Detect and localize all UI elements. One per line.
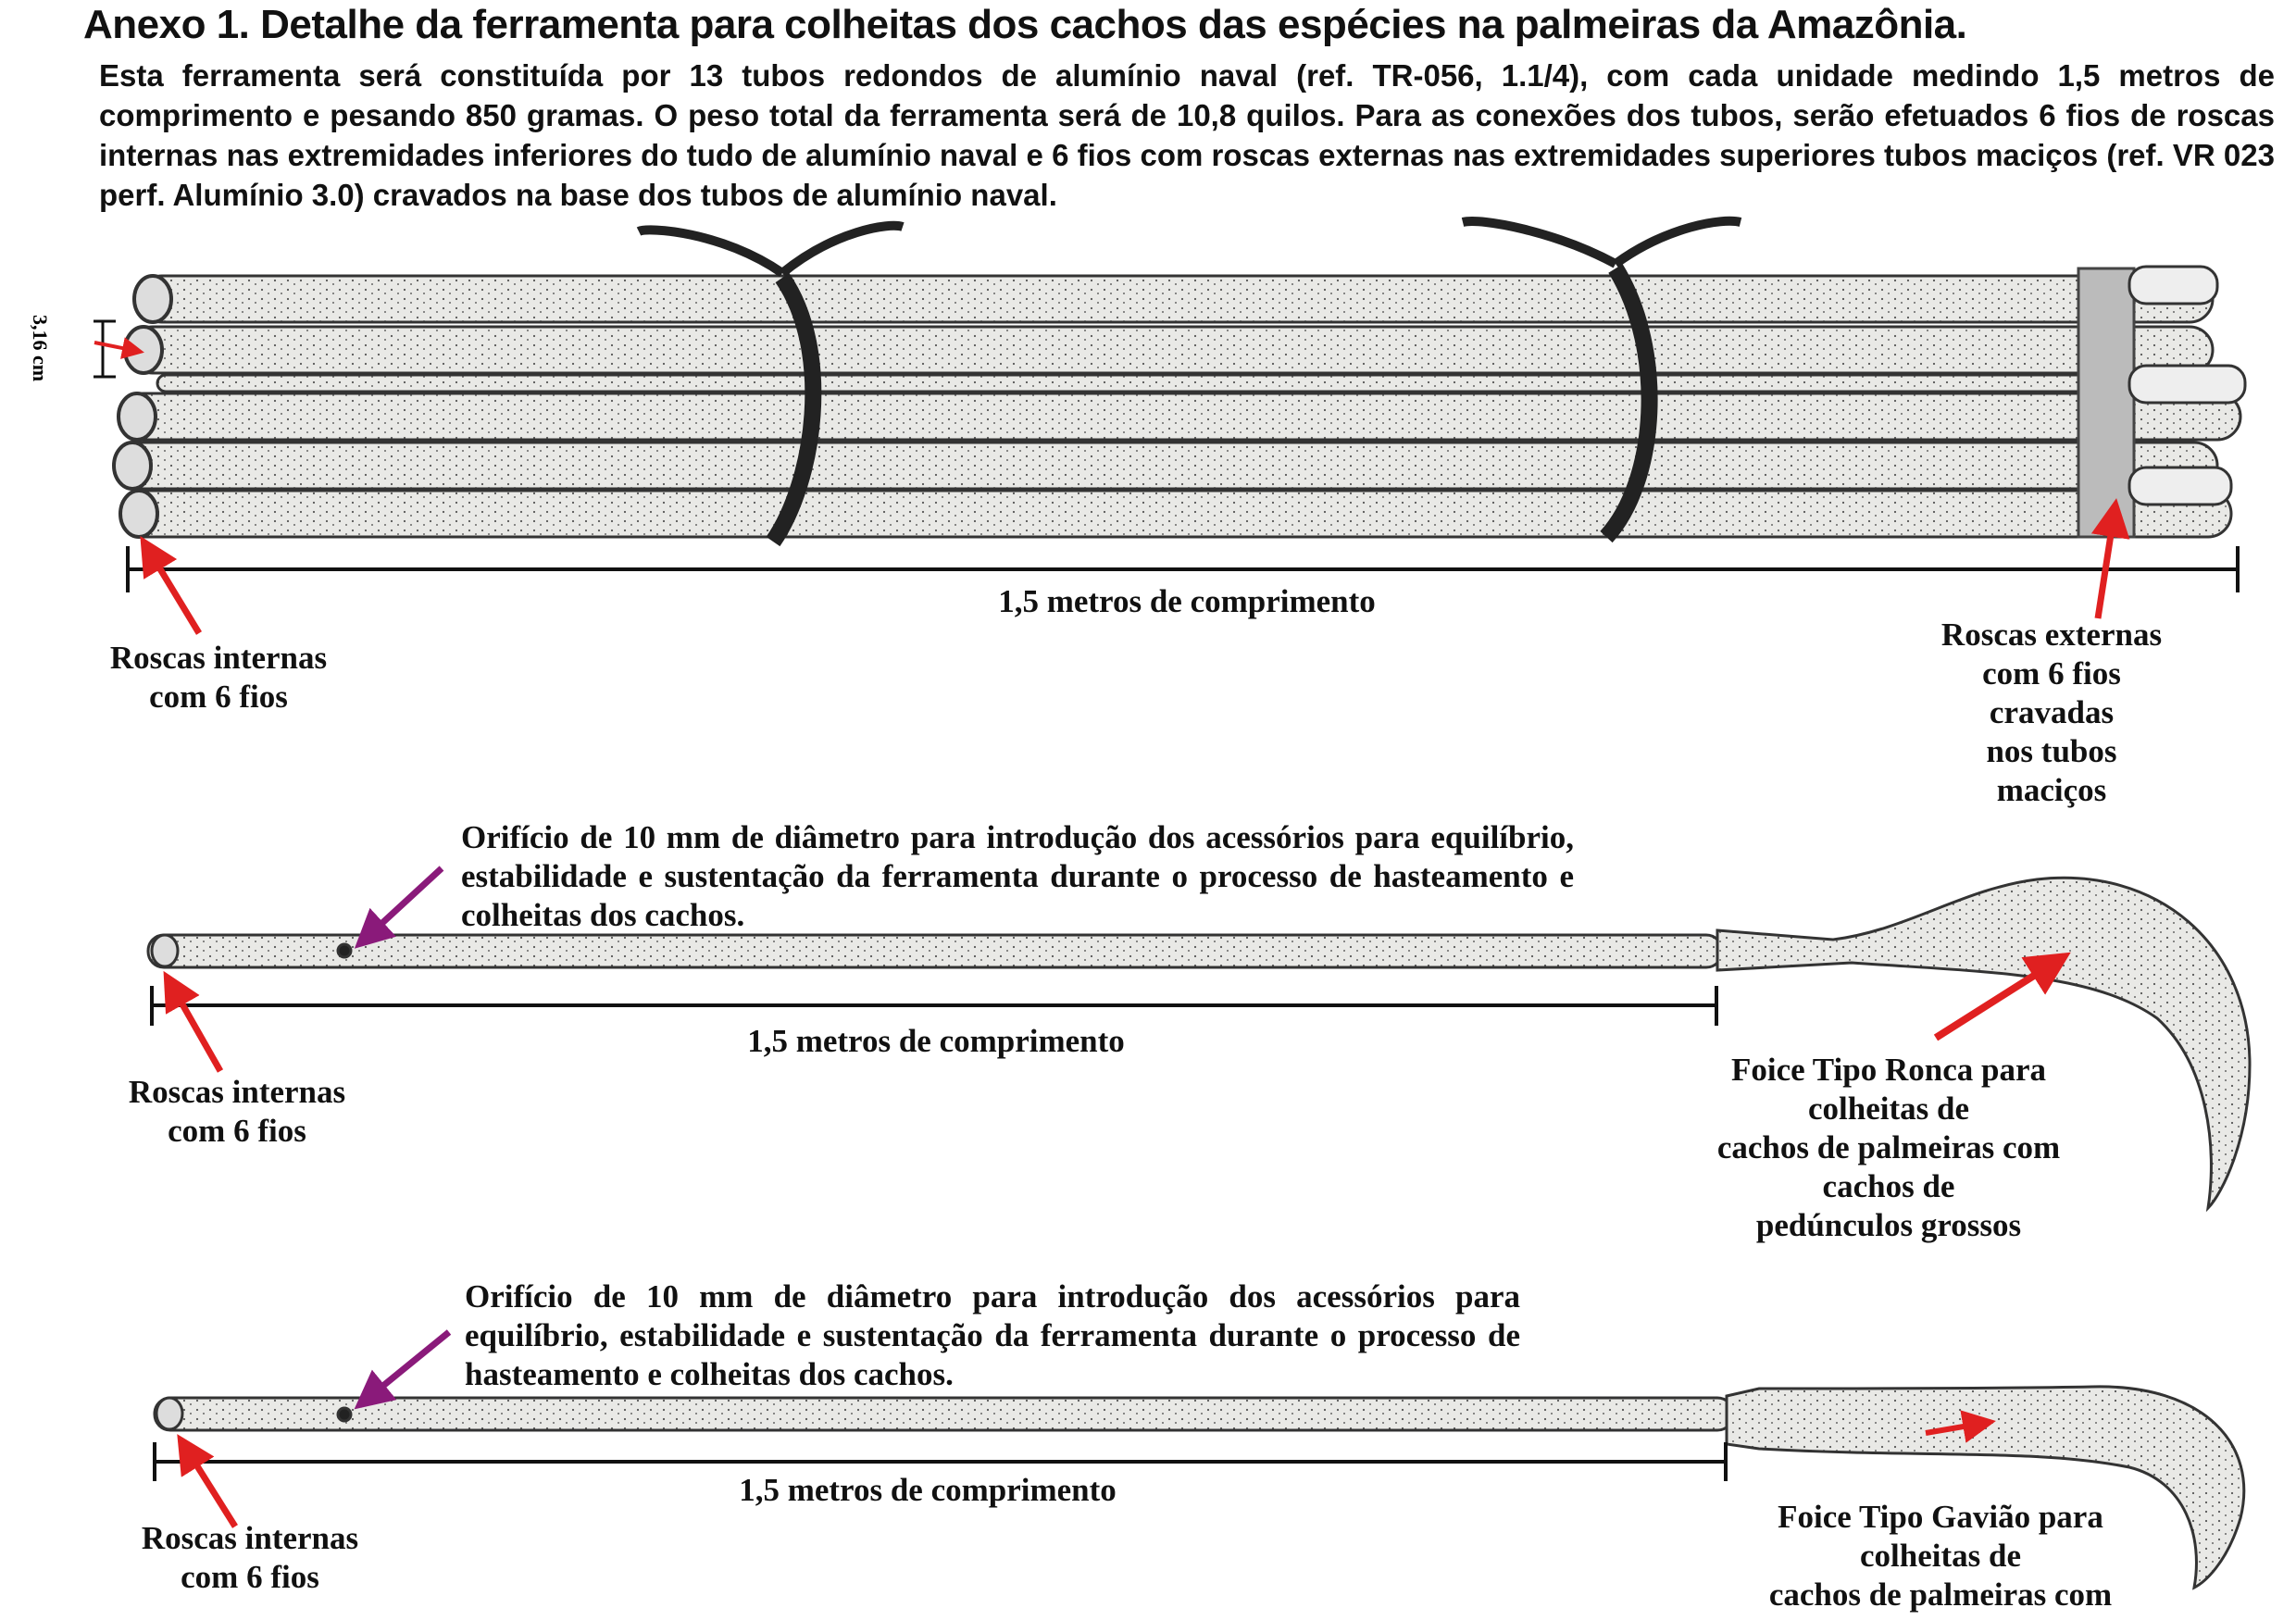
bundle-right-label: Roscas externas com 6 fios cravadas nos … [1940,617,2163,808]
diameter-label: 3,16 cm [29,315,52,382]
arrow-external-threads [2090,498,2130,619]
bundle-left-label: Roscas internas com 6 fios [109,640,328,715]
ronca-hole-note: Orifício de 10 mm de diâmetro para intro… [461,819,1574,933]
ronca-left-label: Roscas internas com 6 fios [128,1074,346,1149]
gaviao-sickle-label: Foice Tipo Gavião para colheitas de cach… [1768,1499,2113,1620]
gaviao-hole-note: Orifício de 10 mm de diâmetro para intro… [465,1278,1520,1392]
gaviao-dimension-line [153,1442,1728,1481]
hole-icon [336,942,353,959]
bundle-length-label: 1,5 metros de comprimento [998,583,1376,619]
diameter-marker [94,319,144,379]
gaviao-length-label: 1,5 metros de comprimento [739,1472,1117,1508]
tool-gaviao-drawing [153,1385,2246,1590]
intro-paragraph: Esta ferramenta será constituída por 13 … [99,58,2275,212]
arrow-gaviao-sickle [1925,1410,1996,1443]
gaviao-left-label: Roscas internas com 6 fios [141,1520,359,1595]
arrow-internal-threads [140,536,202,635]
ronca-sickle-label: Foice Tipo Ronca para colheitas de cacho… [1716,1052,2061,1243]
arrow-gaviao-hole [354,1329,452,1410]
arrow-ronca-hole [354,866,444,949]
strap-left [636,220,905,547]
bundle-dimension-line [126,546,2240,592]
tube-bundle [112,265,2247,539]
strap-right [1461,216,1742,543]
tool-ronca-drawing [146,876,2252,1213]
ronca-length-label: 1,5 metros de comprimento [747,1023,1125,1059]
arrow-ronca-threads [163,970,224,1073]
figure-title: Anexo 1. Detalhe da ferramenta para colh… [83,2,1967,47]
hole-icon [336,1406,353,1423]
ronca-dimension-line [150,986,1718,1026]
arrow-ronca-sickle [1933,952,2071,1041]
arrow-gaviao-threads [177,1434,238,1528]
